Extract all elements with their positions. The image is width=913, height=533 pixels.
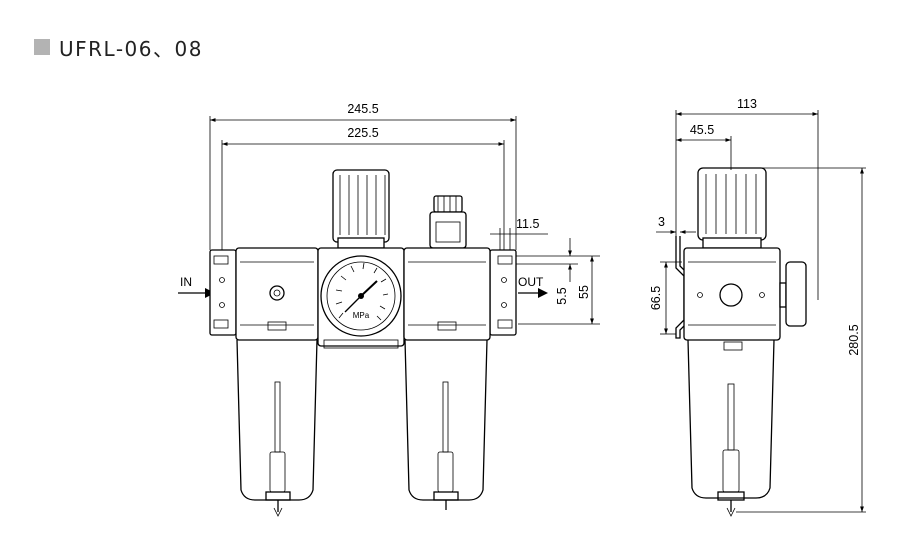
outlet-arrow xyxy=(518,288,548,298)
overall-height-dimension xyxy=(736,167,866,513)
mount-width-value: 225.5 xyxy=(347,126,378,140)
title-marker-square xyxy=(34,39,50,55)
port-height-dimensions xyxy=(516,238,600,325)
port-offset-value: 11.5 xyxy=(516,217,539,231)
bracket-height-dimension xyxy=(660,261,682,335)
side-depth-value: 113 xyxy=(737,97,757,111)
regulator-unit: MPa xyxy=(317,169,405,349)
lubricator-unit xyxy=(403,195,491,510)
overall-height-value: 280.5 xyxy=(847,324,861,355)
mount-width-dimension xyxy=(221,140,505,250)
side-view: 113 45.5 3 66.5 280.5 xyxy=(649,97,866,517)
right-mounting-bracket xyxy=(489,249,517,336)
side-offset-value: 45.5 xyxy=(690,123,714,137)
side-offset-dimension xyxy=(676,136,732,170)
front-view: IN OUT xyxy=(178,102,600,517)
port-height-small-value: 5.5 xyxy=(555,287,569,304)
side-knob xyxy=(697,167,767,249)
overall-width-value: 245.5 xyxy=(347,102,378,116)
left-mounting-bracket xyxy=(209,249,237,336)
side-bowl xyxy=(687,339,775,517)
filter-unit xyxy=(235,247,319,517)
bracket-height-value: 66.5 xyxy=(649,286,663,310)
inlet-label: IN xyxy=(180,275,192,289)
gauge-unit-label: MPa xyxy=(353,311,370,320)
outlet-label: OUT xyxy=(518,275,544,289)
overall-width-dimension xyxy=(209,116,517,250)
side-body xyxy=(683,247,807,351)
page-title: UFRL-06、08 xyxy=(59,36,203,61)
bracket-thickness-value: 3 xyxy=(658,215,665,229)
title-bar: UFRL-06、08 xyxy=(34,36,203,61)
port-offset-dimension xyxy=(490,228,548,250)
port-height-value: 55 xyxy=(577,285,591,299)
side-depth-dimension xyxy=(675,110,819,300)
